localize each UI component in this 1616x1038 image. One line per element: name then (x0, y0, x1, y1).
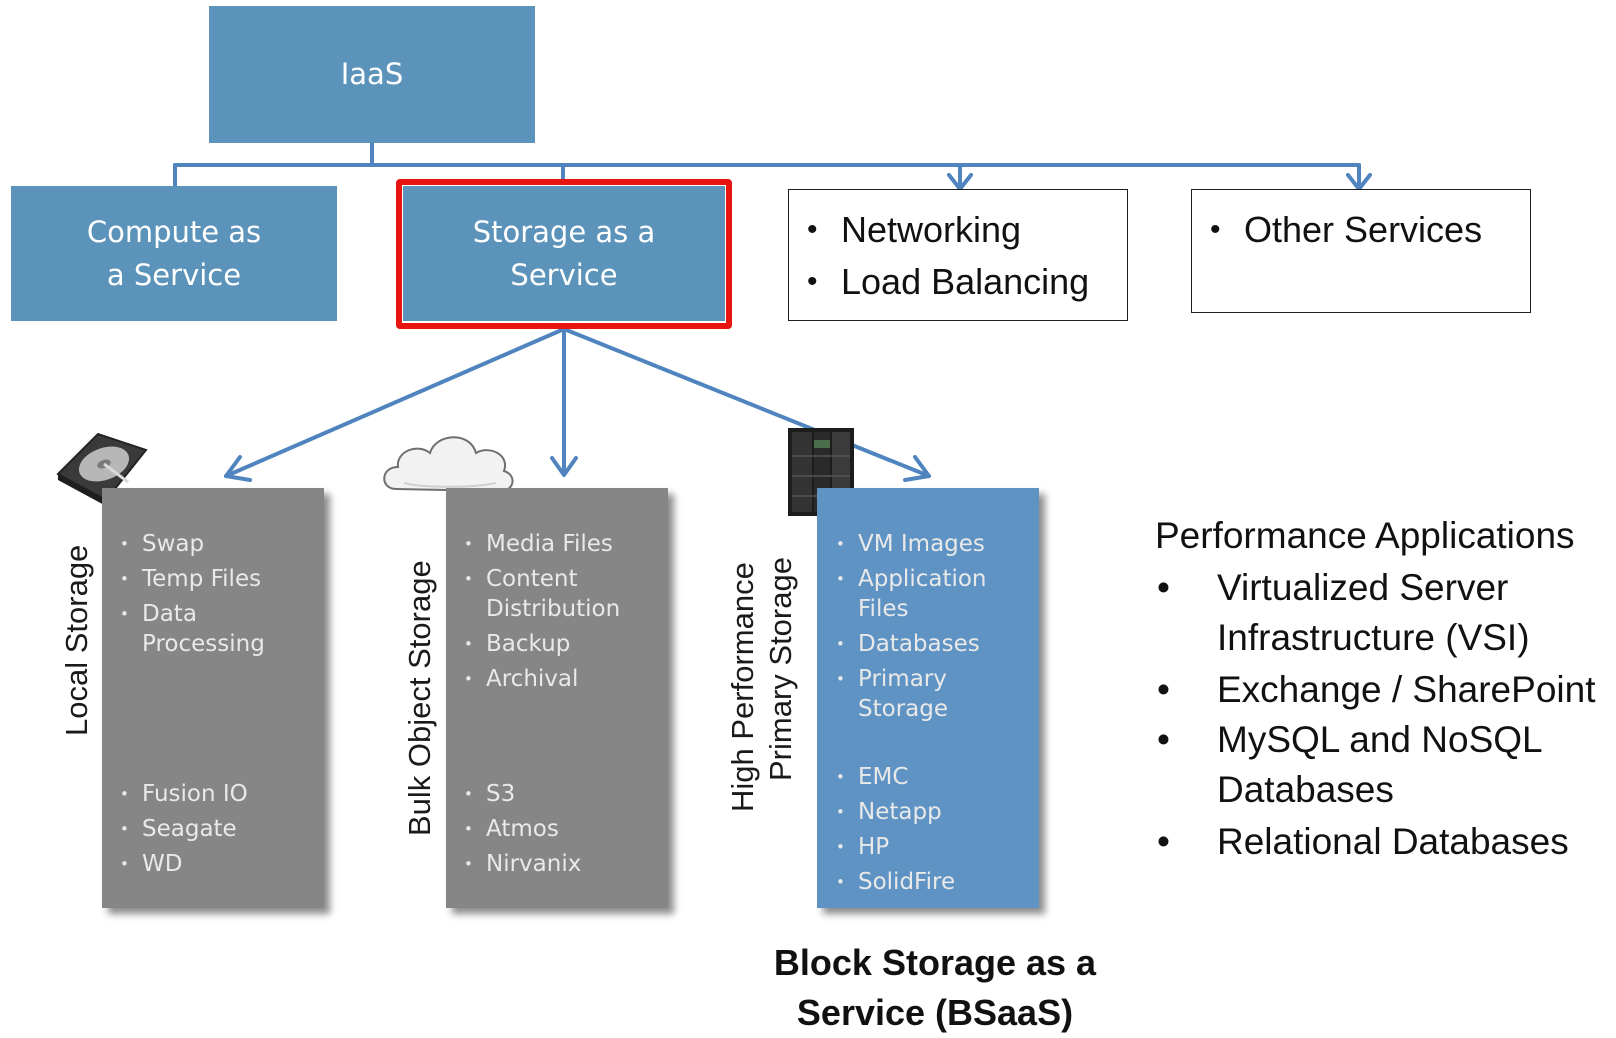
high-use-vm-images: •VM Images (836, 531, 985, 557)
storage-highlight-frame (396, 179, 732, 329)
perf-item-exchange-sharepoint: •Exchange / SharePoint (1157, 669, 1596, 710)
bulk-vendor-nirvanix: •Nirvanix (464, 851, 582, 877)
networking-box: •Networking •Load Balancing (788, 189, 1128, 321)
bulk-vendor-s3: •S3 (464, 781, 516, 807)
high-vendor-emc: •EMC (836, 764, 909, 790)
high-performance-storage-panel (817, 488, 1039, 908)
storage-as-a-service-box: Storage as a Service (403, 186, 725, 321)
iaas-box: IaaS (209, 6, 535, 143)
bulk-use-archival: •Archival (464, 666, 579, 692)
perf-item-relational-databases: •Relational Databases (1157, 821, 1569, 862)
performance-applications-title: Performance Applications (1155, 515, 1575, 556)
cloud-icon (383, 436, 514, 493)
perf-item-mysql-nosql: •MySQL and NoSQL Databases (1157, 719, 1542, 810)
storage-label: Storage as a Service (472, 214, 656, 292)
high-use-application-files: •Application Files (836, 566, 987, 622)
compute-as-a-service-box: Compute as a Service (11, 186, 337, 321)
other-services-item: •Other Services (1210, 209, 1483, 250)
bsaas-caption: Block Storage as a Service (BSaaS) (773, 942, 1097, 1033)
bulk-use-backup: •Backup (464, 631, 571, 657)
networking-item: •Networking (807, 209, 1022, 250)
local-use-swap: •Swap (120, 531, 205, 557)
bulk-vendor-atmos: •Atmos (464, 816, 559, 842)
high-use-primary-storage: •Primary Storage (836, 666, 948, 722)
primary-storage-label-line2: Primary Storage (763, 557, 798, 781)
high-vendor-netapp: •Netapp (836, 799, 942, 825)
compute-label: Compute as a Service (86, 214, 262, 292)
high-vendor-solidfire: •SolidFire (836, 869, 956, 895)
bulk-use-content-distribution: •Content Distribution (464, 566, 621, 622)
load-balancing-item: •Load Balancing (807, 261, 1090, 302)
local-use-temp-files: •Temp Files (120, 566, 262, 592)
high-performance-label-line1: High Performance (725, 562, 760, 812)
hard-drive-icon (56, 432, 148, 506)
bulk-object-storage-panel (446, 488, 668, 908)
local-vendor-seagate: •Seagate (120, 816, 237, 842)
local-use-data-processing: •Data Processing (120, 601, 265, 657)
local-vendor-wd: •WD (120, 851, 183, 877)
iaas-label: IaaS (340, 57, 404, 91)
high-use-databases: •Databases (836, 631, 980, 657)
other-services-box: •Other Services (1191, 189, 1531, 313)
local-storage-panel (102, 488, 324, 908)
perf-item-vsi: •Virtualized Server Infrastructure (VSI) (1157, 567, 1530, 658)
high-vendor-hp: •HP (836, 834, 890, 860)
local-vendor-fusion-io: •Fusion IO (120, 781, 248, 807)
local-storage-label: Local Storage (59, 544, 94, 736)
bulk-use-media-files: •Media Files (464, 531, 613, 557)
bulk-object-storage-label: Bulk Object Storage (402, 560, 437, 836)
